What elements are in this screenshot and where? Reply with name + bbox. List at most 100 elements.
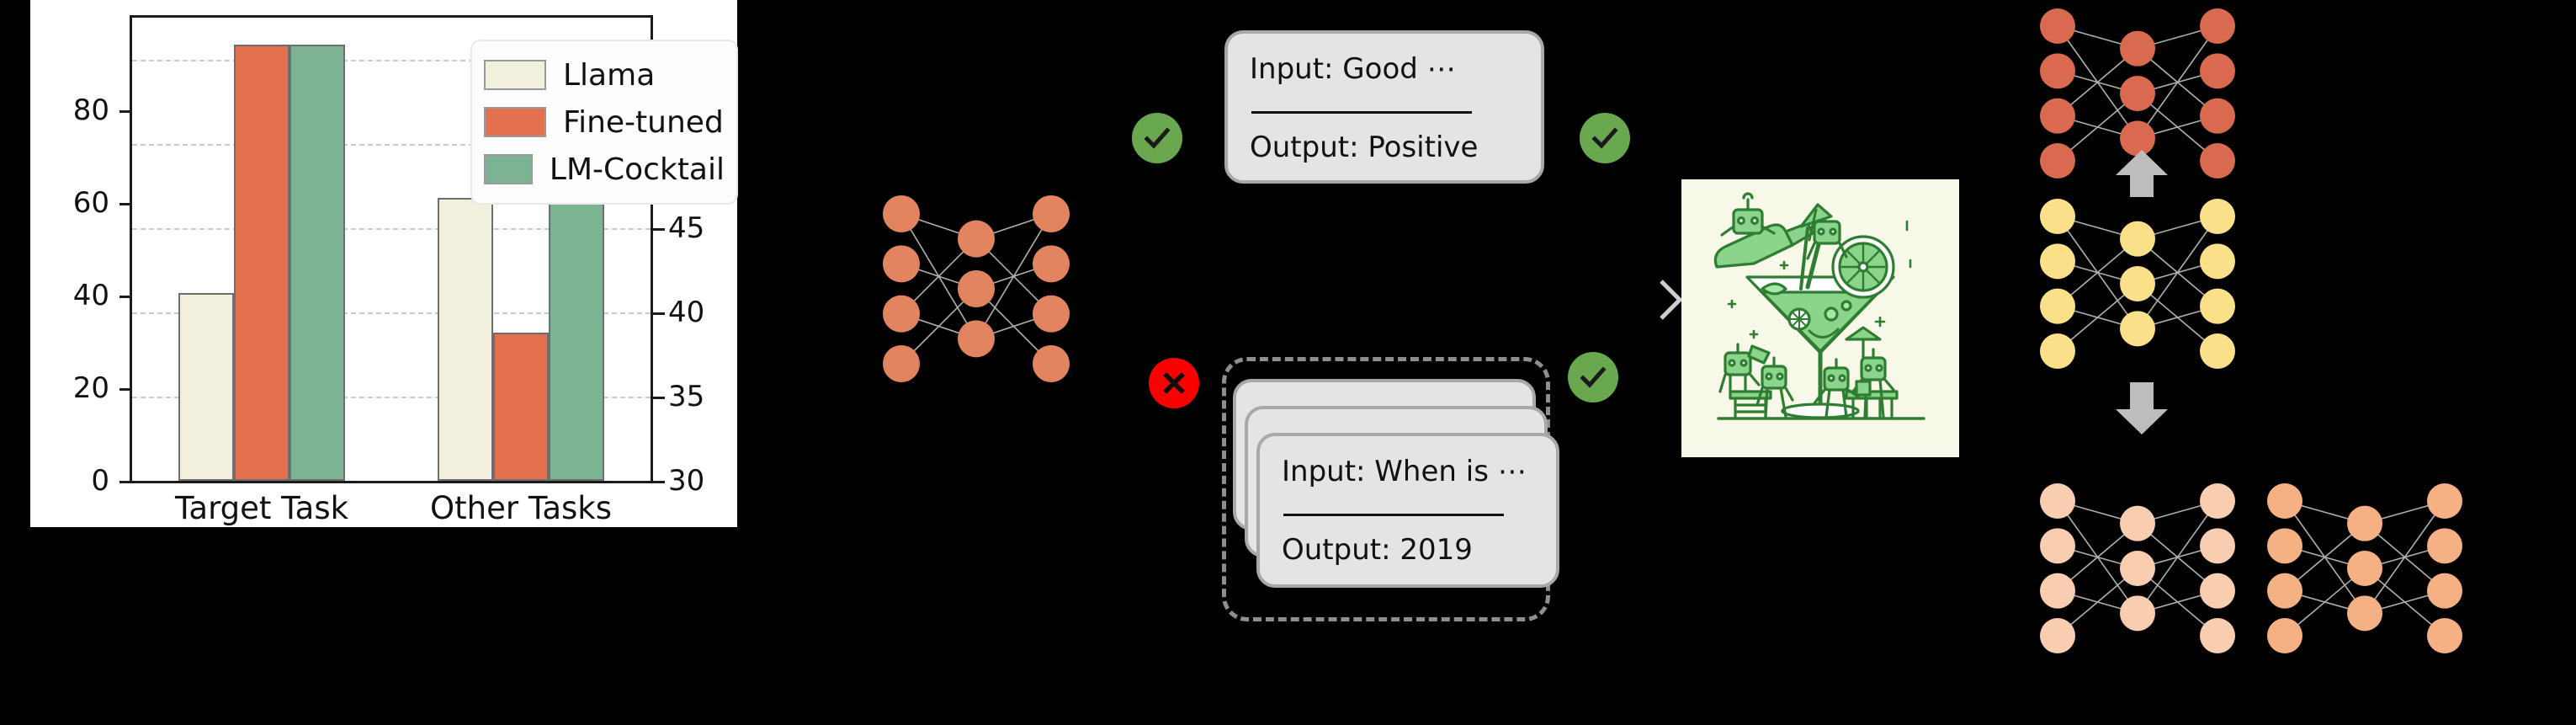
- left-tick-mark: [120, 203, 131, 205]
- network-node: [2267, 573, 2302, 609]
- gridline: [132, 312, 651, 314]
- network-edge: [975, 213, 1052, 339]
- network-node: [2120, 76, 2155, 111]
- network-node: [2427, 573, 2462, 609]
- legend-swatch-lm-cocktail: [484, 154, 533, 184]
- network-node: [958, 320, 995, 358]
- legend-label-llama: Llama: [563, 57, 656, 93]
- check-badge-right-top: [1580, 113, 1630, 163]
- network-node: [958, 220, 995, 258]
- network-edge: [2137, 25, 2218, 139]
- chart-legend: Llama Fine-tuned LM-Cocktail: [470, 40, 738, 205]
- x-tick-label: Target Task: [174, 490, 349, 526]
- other-example-card-front: Input: When is ⋯ Output: 2019: [1256, 433, 1559, 588]
- target-card-divider: [1251, 111, 1472, 114]
- merged-network-b: [2267, 483, 2462, 653]
- network-node: [2200, 243, 2235, 280]
- network-node: [1033, 345, 1070, 382]
- right-tick-mark: [653, 397, 665, 399]
- network-edge: [2364, 500, 2446, 614]
- checkmark-icon: [1144, 127, 1171, 149]
- legend-swatch-fine-tuned: [484, 107, 546, 137]
- network-node: [1033, 195, 1070, 232]
- network-node: [2120, 551, 2155, 586]
- network-node: [2267, 483, 2302, 519]
- left-tick-mark: [120, 110, 131, 113]
- network-node: [2347, 595, 2382, 632]
- network-node: [883, 345, 920, 382]
- left-tick-label: 20: [72, 371, 109, 405]
- gridline: [132, 144, 651, 146]
- legend-item: Fine-tuned: [484, 99, 725, 146]
- legend-label-fine-tuned: Fine-tuned: [563, 104, 724, 140]
- network-node: [1033, 245, 1070, 283]
- right-tick-label: 35: [668, 380, 705, 413]
- left-tick-label: 80: [72, 93, 109, 127]
- cross-badge-left-bottom: [1149, 358, 1199, 408]
- bar-llama-target-task: [178, 292, 234, 481]
- bar-chart-panel: Performance on target task Performance o…: [30, 0, 738, 527]
- network-node: [2200, 288, 2235, 324]
- network-node: [2427, 618, 2462, 653]
- network-node: [2200, 53, 2235, 89]
- chevron-right-icon: [1660, 280, 1683, 320]
- network-node: [2347, 505, 2382, 541]
- network-node: [2200, 199, 2235, 234]
- other-card-divider: [1283, 514, 1504, 516]
- checkmark-icon: [1580, 366, 1607, 388]
- legend-swatch-llama: [484, 60, 546, 90]
- left-tick-mark: [120, 296, 131, 298]
- bar-lm-cocktail-target-task: [289, 44, 345, 481]
- network-node: [2120, 221, 2155, 257]
- network-node: [2120, 120, 2155, 157]
- llama-network: [2040, 199, 2235, 369]
- network-edge: [2137, 500, 2218, 614]
- bar-fine-tuned-other-tasks: [493, 333, 549, 481]
- legend-label-lm-cocktail: LM-Cocktail: [549, 152, 725, 187]
- cross-icon: [1163, 372, 1185, 394]
- check-badge-right-bottom: [1568, 352, 1618, 402]
- left-tick-mark: [120, 481, 131, 483]
- network-node: [2040, 573, 2075, 609]
- network-node: [2200, 573, 2235, 609]
- network-node: [2200, 618, 2235, 653]
- bar-series-group: [132, 18, 651, 481]
- legend-item: LM-Cocktail: [484, 146, 725, 193]
- gridline: [132, 60, 651, 61]
- checkmark-icon: [1591, 127, 1618, 149]
- target-card-output: Output: Positive: [1250, 131, 1479, 164]
- network-node: [883, 195, 920, 232]
- right-tick-label: 40: [668, 296, 705, 329]
- network-node: [2120, 311, 2155, 347]
- network-node: [2120, 505, 2155, 541]
- network-node: [1033, 295, 1070, 333]
- base-model-network: [883, 195, 1070, 382]
- left-tick-label: 60: [72, 186, 109, 220]
- network-node: [2040, 288, 2075, 324]
- network-node: [2040, 8, 2075, 44]
- x-tick-label: Other Tasks: [430, 490, 612, 526]
- network-node: [2040, 483, 2075, 519]
- other-card-input: Input: When is ⋯: [1282, 455, 1527, 488]
- legend-item: Llama: [484, 51, 725, 99]
- fine-tuned-network: [2040, 8, 2235, 179]
- gridline: [132, 397, 651, 398]
- network-node: [2200, 528, 2235, 564]
- network-node: [2040, 243, 2075, 280]
- network-node: [2347, 551, 2382, 586]
- target-example-card: Input: Good ⋯ Output: Positive: [1224, 30, 1544, 184]
- gridline: [132, 228, 651, 230]
- merged-network-a: [2040, 483, 2235, 653]
- other-card-output: Output: 2019: [1282, 533, 1473, 567]
- network-node: [2427, 528, 2462, 564]
- right-tick-mark: [653, 481, 665, 483]
- network-node: [2040, 528, 2075, 564]
- plot-area: Llama Fine-tuned LM-Cocktail: [130, 15, 738, 483]
- network-node: [2200, 483, 2235, 519]
- network-node: [2040, 199, 2075, 234]
- network-node: [2120, 266, 2155, 301]
- bar-fine-tuned-target-task: [234, 44, 289, 481]
- network-node: [958, 270, 995, 307]
- check-badge-left-top: [1132, 113, 1182, 163]
